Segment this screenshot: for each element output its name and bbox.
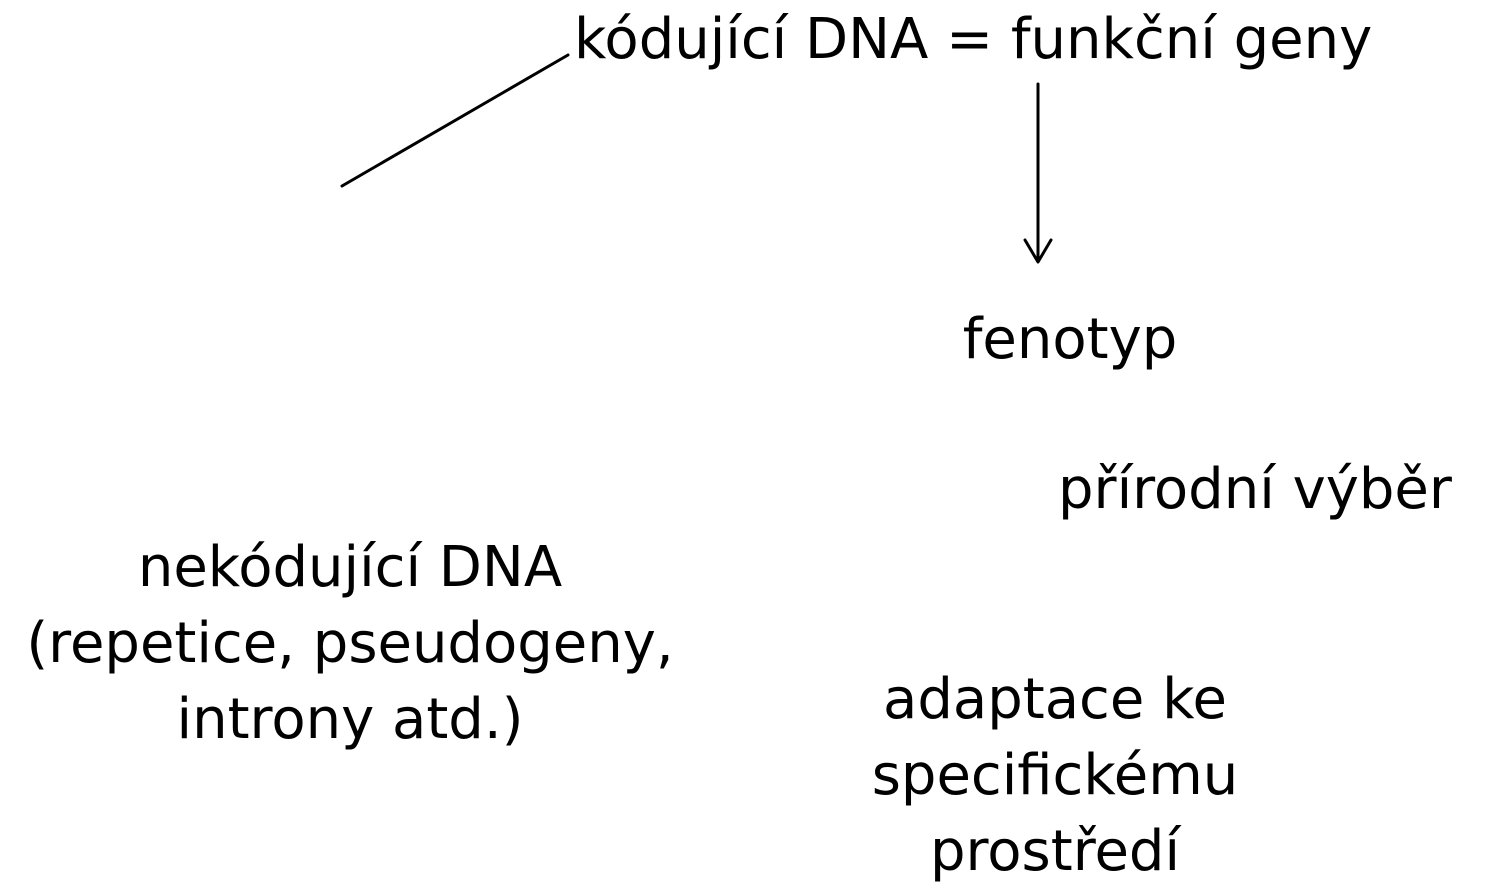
phenotype-label: fenotyp [962,307,1178,372]
arrow-head-icon [1023,238,1053,264]
adaptation-line-1: adaptace ke [883,667,1227,732]
adaptation-line-3: prostředí [929,819,1181,884]
branch-line-to-noncoding [340,53,570,188]
natural-selection-label: přírodní výběr [1058,457,1452,522]
noncoding-dna-examples-cont: introny atd.) [176,687,524,752]
noncoding-dna-block: nekódující DNA (repetice, pseudogeny, in… [0,530,700,758]
coding-dna-label: kódující DNA = funkční geny [574,7,1373,72]
noncoding-dna-title: nekódující DNA [137,535,563,600]
adaptation-block: adaptace ke specifickému prostředí [820,662,1290,890]
noncoding-dna-examples: (repetice, pseudogeny, [26,611,674,676]
adaptation-line-2: specifickému [871,743,1239,808]
